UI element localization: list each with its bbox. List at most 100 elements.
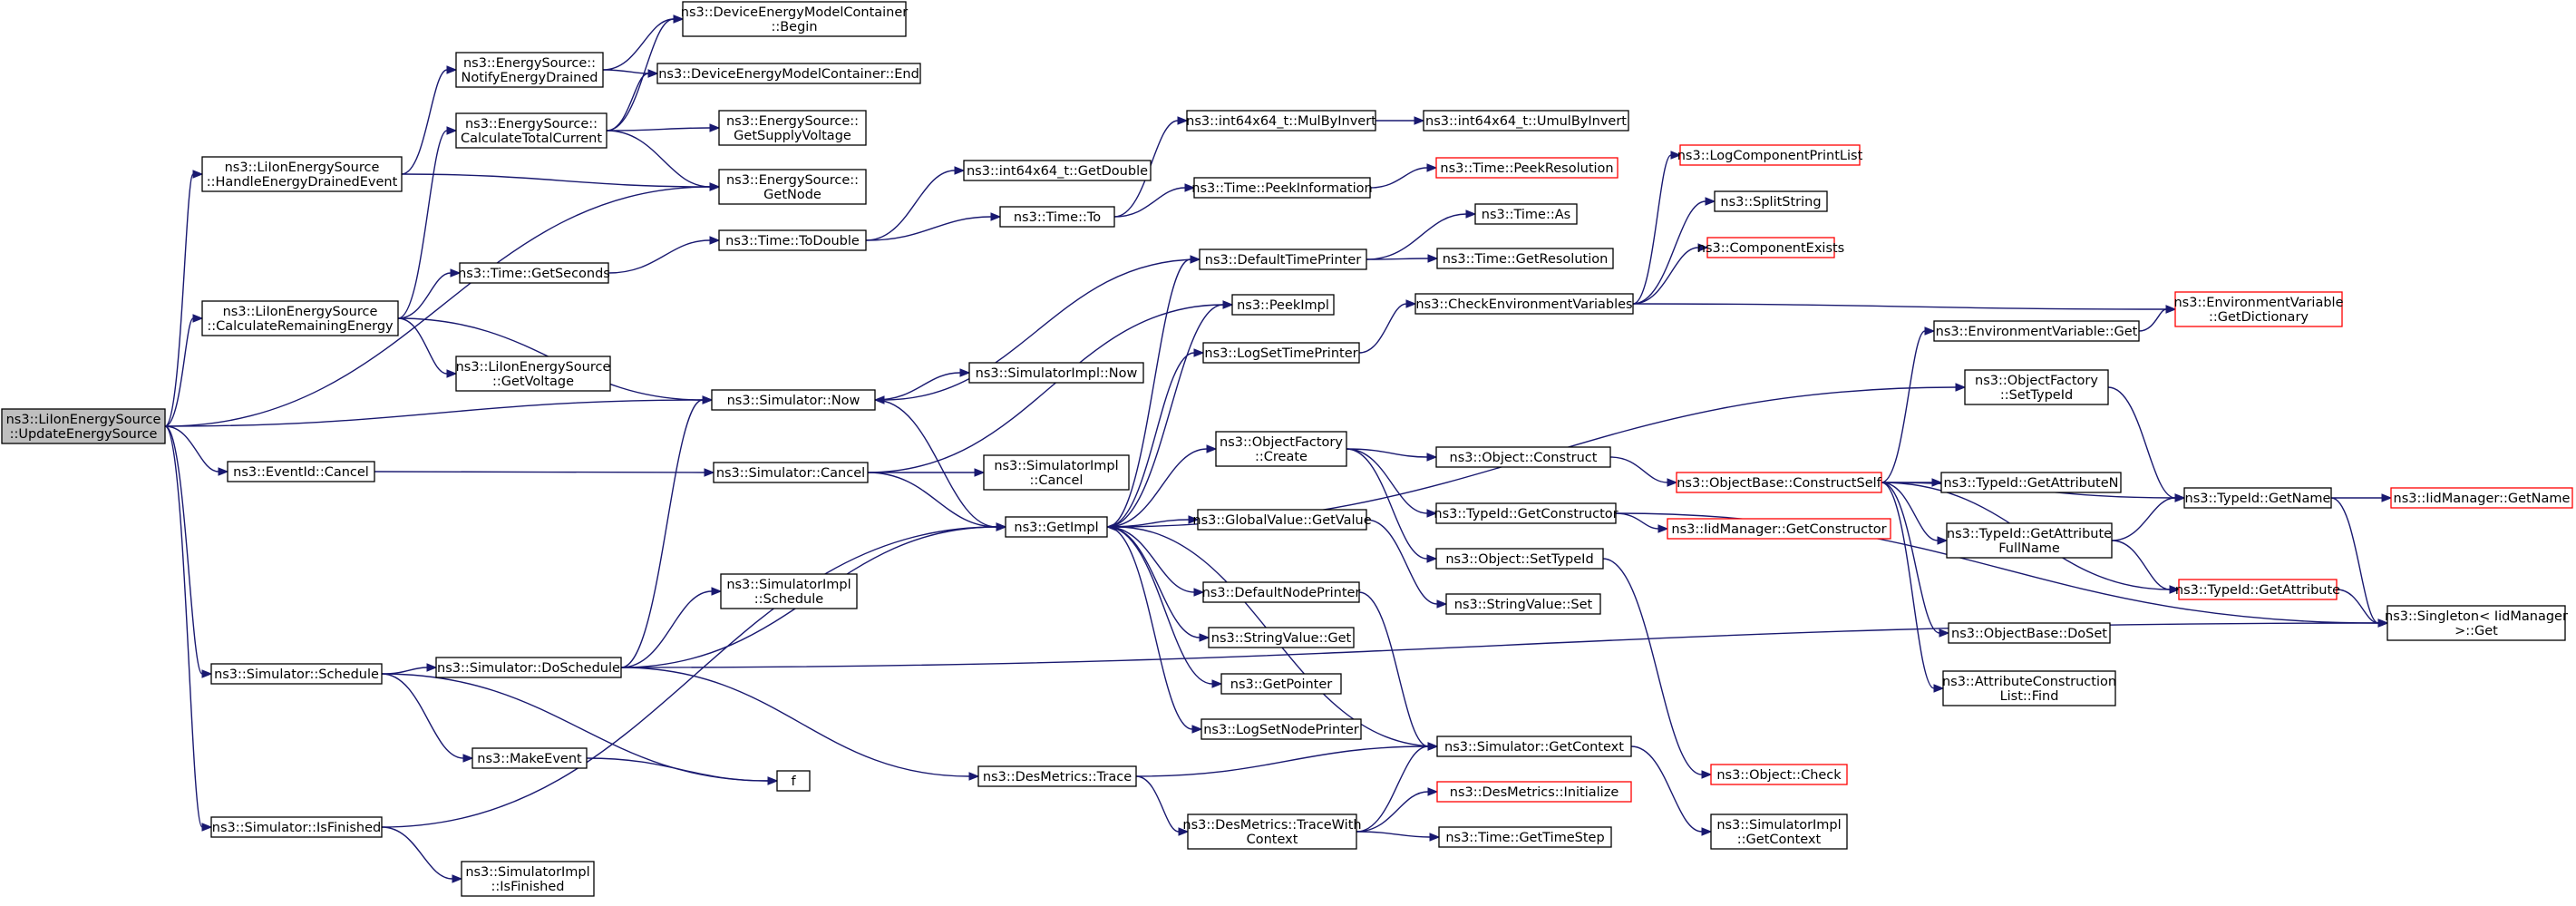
edge-arrowhead bbox=[709, 123, 721, 132]
node-gv-get-value[interactable]: ns3::GlobalValue::GetValue bbox=[1192, 509, 1372, 531]
node-split-string[interactable]: ns3::SplitString bbox=[1714, 190, 1828, 212]
node-umul-by-invert[interactable]: ns3::int64x64_t::UmulByInvert bbox=[1423, 110, 1629, 132]
node-def-time-printer[interactable]: ns3::DefaultTimePrinter bbox=[1199, 248, 1367, 270]
node-time-to-double[interactable]: ns3::Time::ToDouble bbox=[718, 229, 867, 251]
node-sim-impl-now[interactable]: ns3::SimulatorImpl::Now bbox=[968, 362, 1144, 384]
edge-check-env-to-comp-exists bbox=[1632, 243, 1709, 305]
node-iid-get-name[interactable]: ns3::IidManager::GetName bbox=[2390, 487, 2573, 509]
edge-arrowhead bbox=[2165, 305, 2177, 314]
node-sim-is-finished[interactable]: ns3::Simulator::IsFinished bbox=[210, 816, 383, 838]
node-demc-begin[interactable]: ns3::DeviceEnergyModelContainer::Begin bbox=[681, 1, 909, 37]
edge-sim-is-finished-to-sim-impl-is-finished bbox=[381, 826, 463, 883]
node-env-get-dict[interactable]: ns3::EnvironmentVariable::GetDictionary bbox=[2173, 291, 2344, 327]
node-env-var-get[interactable]: ns3::EnvironmentVariable::Get bbox=[1933, 320, 2140, 342]
edge-line bbox=[164, 173, 194, 427]
node-sim-get-context[interactable]: ns3::Simulator::GetContext bbox=[1436, 736, 1632, 757]
edge-line bbox=[874, 399, 997, 528]
node-obj-construct[interactable]: ns3::Object::Construct bbox=[1435, 446, 1611, 468]
node-label: ::GetVoltage bbox=[492, 375, 574, 389]
node-log-set-time[interactable]: ns3::LogSetTimePrinter bbox=[1202, 342, 1360, 364]
node-peek-res[interactable]: ns3::Time::PeekResolution bbox=[1435, 157, 1619, 179]
node-sim-schedule[interactable]: ns3::Simulator::Schedule bbox=[210, 663, 383, 685]
edge-arrowhead bbox=[1414, 116, 1425, 125]
node-calc-remaining[interactable]: ns3::LiIonEnergySource::CalculateRemaini… bbox=[201, 300, 399, 336]
node-sim-now[interactable]: ns3::Simulator::Now bbox=[711, 389, 876, 411]
node-obj-check[interactable]: ns3::Object::Check bbox=[1710, 764, 1848, 785]
node-get-pointer[interactable]: ns3::GetPointer bbox=[1220, 673, 1342, 695]
node-box bbox=[718, 229, 867, 251]
node-tid-get-name[interactable]: ns3::TypeId::GetName bbox=[2183, 487, 2332, 509]
node-time-get-res[interactable]: ns3::Time::GetResolution bbox=[1436, 248, 1614, 269]
node-check-env[interactable]: ns3::CheckEnvironmentVariables bbox=[1414, 293, 1634, 315]
node-log-set-node[interactable]: ns3::LogSetNodePrinter bbox=[1201, 718, 1362, 740]
edge-arrowhead bbox=[1222, 300, 1234, 309]
node-tid-get-attr-n[interactable]: ns3::TypeId::GetAttributeN bbox=[1940, 472, 2122, 493]
node-peek-impl[interactable]: ns3::PeekImpl bbox=[1231, 294, 1335, 316]
node-sim-cancel[interactable]: ns3::Simulator::Cancel bbox=[713, 462, 869, 483]
edge-arrowhead bbox=[1697, 243, 1709, 252]
node-time-as[interactable]: ns3::Time::As bbox=[1474, 203, 1578, 225]
node-label: ns3::GetImpl bbox=[1014, 521, 1098, 535]
node-notify-drained[interactable]: ns3::EnergySource::NotifyEnergyDrained bbox=[455, 52, 604, 88]
node-box bbox=[1202, 342, 1360, 364]
node-sim-impl-get-ctx[interactable]: ns3::SimulatorImpl::GetContext bbox=[1710, 813, 1848, 850]
node-root[interactable]: ns3::LiIonEnergySource::UpdateEnergySour… bbox=[1, 408, 166, 444]
node-time-step[interactable]: ns3::Time::GetTimeStep bbox=[1438, 826, 1612, 848]
node-ob-construct-self[interactable]: ns3::ObjectBase::ConstructSelf bbox=[1676, 472, 1882, 493]
edge-line bbox=[1356, 745, 1429, 833]
node-label: ::Create bbox=[1255, 450, 1307, 464]
node-f[interactable]: f bbox=[776, 770, 811, 792]
node-of-set-tid[interactable]: ns3::ObjectFactory::SetTypeId bbox=[1964, 369, 2109, 405]
node-get-supply[interactable]: ns3::EnergySource::GetSupplyVoltage bbox=[718, 110, 867, 146]
node-box bbox=[1435, 548, 1604, 570]
node-comp-exists[interactable]: ns3::ComponentExists bbox=[1697, 237, 1845, 258]
edge-line bbox=[1632, 303, 2167, 310]
node-get-impl[interactable]: ns3::GetImpl bbox=[1005, 516, 1108, 538]
node-tid-get-ctor[interactable]: ns3::TypeId::GetConstructor bbox=[1434, 502, 1619, 524]
edge-calc-total-to-demc-end bbox=[606, 69, 659, 132]
node-label: ns3::Object::Check bbox=[1716, 768, 1842, 783]
edge-line bbox=[164, 399, 704, 427]
node-sim-impl-schedule[interactable]: ns3::SimulatorImpl::Schedule bbox=[720, 573, 858, 609]
node-calc-total[interactable]: ns3::EnergySource::CalculateTotalCurrent bbox=[455, 112, 608, 149]
node-obj-set-tid[interactable]: ns3::Object::SetTypeId bbox=[1435, 548, 1604, 570]
node-get-voltage[interactable]: ns3::LiIonEnergySource::GetVoltage bbox=[455, 356, 611, 392]
edge-notify-drained-to-demc-begin bbox=[602, 15, 685, 71]
node-get-node[interactable]: ns3::EnergySource::GetNode bbox=[718, 169, 867, 205]
node-label: ns3::Time::To bbox=[1014, 210, 1101, 225]
node-time-get-seconds[interactable]: ns3::Time::GetSeconds bbox=[458, 262, 610, 284]
node-event-cancel[interactable]: ns3::EventId::Cancel bbox=[227, 461, 375, 482]
edge-line bbox=[1630, 745, 1703, 833]
node-def-node-printer[interactable]: ns3::DefaultNodePrinter bbox=[1202, 581, 1361, 603]
node-des-init[interactable]: ns3::DesMetrics::Initialize bbox=[1436, 781, 1632, 803]
node-sim-do-schedule[interactable]: ns3::Simulator::DoSchedule bbox=[435, 657, 622, 678]
edge-arrowhead bbox=[1657, 524, 1669, 533]
edge-arrowhead bbox=[1193, 348, 1205, 357]
node-des-trace[interactable]: ns3::DesMetrics::Trace bbox=[977, 765, 1137, 787]
node-mul-by-invert[interactable]: ns3::int64x64_t::MulByInvert bbox=[1186, 110, 1376, 132]
node-tid-get-attr[interactable]: ns3::TypeId::GetAttribute bbox=[2175, 579, 2340, 600]
node-label: ns3::DesMetrics::TraceWith bbox=[1182, 818, 1361, 833]
node-box bbox=[999, 206, 1115, 228]
node-sim-impl-is-finished[interactable]: ns3::SimulatorImpl::IsFinished bbox=[461, 861, 595, 897]
node-singleton-get[interactable]: ns3::Singleton< IidManager>::Get bbox=[2385, 605, 2568, 641]
node-handle-drained[interactable]: ns3::LiIonEnergySource::HandleEnergyDrai… bbox=[201, 156, 403, 192]
node-iid-get-ctor[interactable]: ns3::IidManager::GetConstructor bbox=[1667, 518, 1891, 540]
node-label: ns3::EnergySource:: bbox=[726, 114, 859, 129]
node-of-create[interactable]: ns3::ObjectFactory::Create bbox=[1215, 431, 1347, 467]
node-make-event[interactable]: ns3::MakeEvent bbox=[471, 747, 588, 769]
node-sv-set[interactable]: ns3::StringValue::Set bbox=[1445, 593, 1601, 615]
edge-line bbox=[606, 73, 649, 132]
node-peek-info[interactable]: ns3::Time::PeekInformation bbox=[1191, 177, 1373, 199]
node-sim-impl-cancel[interactable]: ns3::SimulatorImpl::Cancel bbox=[983, 454, 1130, 491]
node-time-to[interactable]: ns3::Time::To bbox=[999, 206, 1115, 228]
node-demc-end[interactable]: ns3::DeviceEnergyModelContainer::End bbox=[656, 63, 921, 84]
node-ob-do-set[interactable]: ns3::ObjectBase::DoSet bbox=[1948, 622, 2111, 644]
node-log-comp-print[interactable]: ns3::LogComponentPrintList bbox=[1677, 144, 1863, 166]
node-sv-get[interactable]: ns3::StringValue::Get bbox=[1208, 627, 1355, 648]
node-get-double[interactable]: ns3::int64x64_t::GetDouble bbox=[963, 160, 1152, 181]
